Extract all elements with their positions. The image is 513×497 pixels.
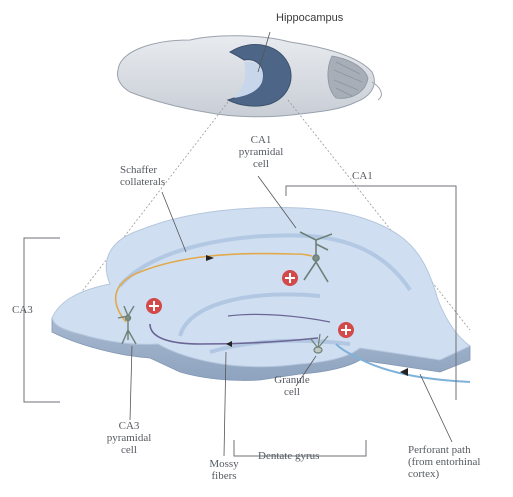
hippocampus-label: Hippocampus — [276, 12, 343, 24]
excitatory-marker-ca3 — [146, 298, 162, 314]
ca1-region-label: CA1 — [352, 170, 373, 182]
granule-cell-label: Granule cell — [262, 374, 322, 398]
excitatory-marker-granule — [338, 322, 354, 338]
ca3-pyramidal-cell-label: CA3 pyramidal cell — [98, 420, 160, 456]
perforant-path-label: Perforant path (from entorhinal cortex) — [408, 444, 480, 480]
excitatory-marker-ca1 — [282, 270, 298, 286]
mossy-fibers-label: Mossy fibers — [196, 458, 252, 482]
schaffer-collaterals-label: Schaffer collaterals — [120, 164, 165, 188]
ca3-region-label: CA3 — [12, 304, 33, 316]
dentate-gyrus-label: Dentate gyrus — [258, 450, 319, 462]
ca1-pyramidal-cell-label: CA1 pyramidal cell — [226, 134, 296, 170]
brain-illustration — [118, 32, 382, 117]
